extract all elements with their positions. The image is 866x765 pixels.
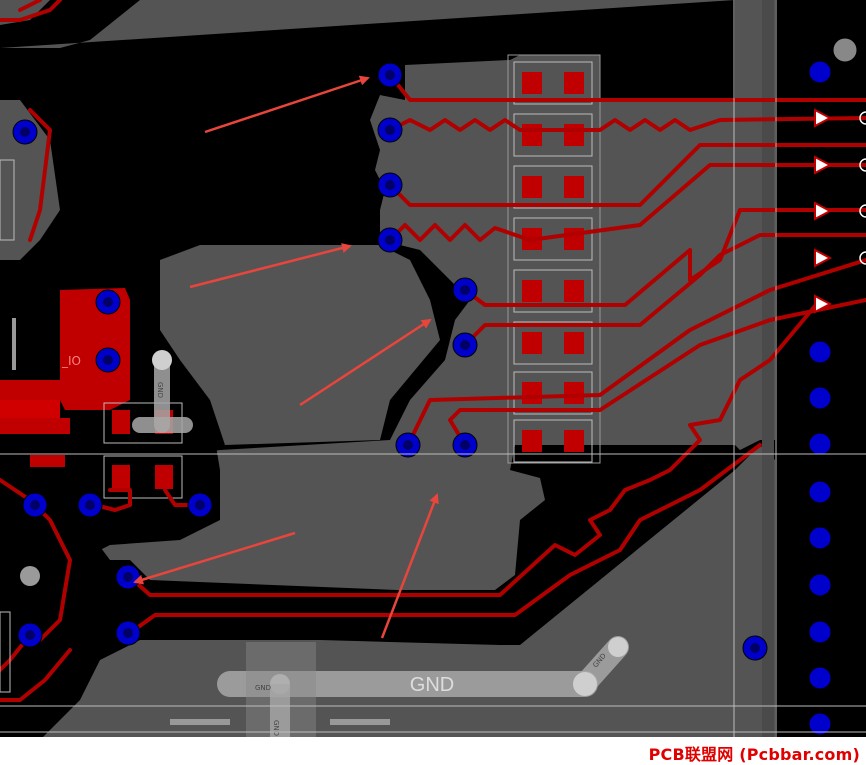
arrow-1 [204, 75, 370, 134]
annotation-arrows [133, 75, 439, 639]
gnd-silk-bar[interactable]: GND GND GND GND [217, 636, 629, 737]
net-markers [814, 108, 833, 314]
arrow-5 [380, 493, 439, 639]
silk-outlines [0, 159, 390, 725]
gnd-small-label-1: GND [255, 684, 271, 692]
guide-lines [0, 0, 866, 737]
io-label: _IO [61, 354, 81, 368]
vias[interactable] [12, 37, 858, 736]
watermark-text: PCB联盟网 (Pcbbar.com) [648, 745, 860, 764]
board-edge-strip [762, 0, 774, 737]
footer-bar [0, 737, 866, 765]
gnd-small-label-2: GND [272, 720, 280, 736]
arrow-2 [189, 243, 352, 289]
gnd-small-label-4: GND [156, 382, 164, 398]
net-markers-right [859, 111, 866, 265]
arrow-4 [133, 531, 296, 585]
left-silk-bar[interactable]: GND [20, 350, 193, 586]
signal-traces[interactable] [0, 0, 866, 702]
io-copper-region[interactable]: _IO [0, 288, 130, 467]
arrow-3 [299, 318, 432, 407]
gnd-label: GND [410, 674, 454, 696]
connector-header[interactable] [507, 54, 601, 464]
